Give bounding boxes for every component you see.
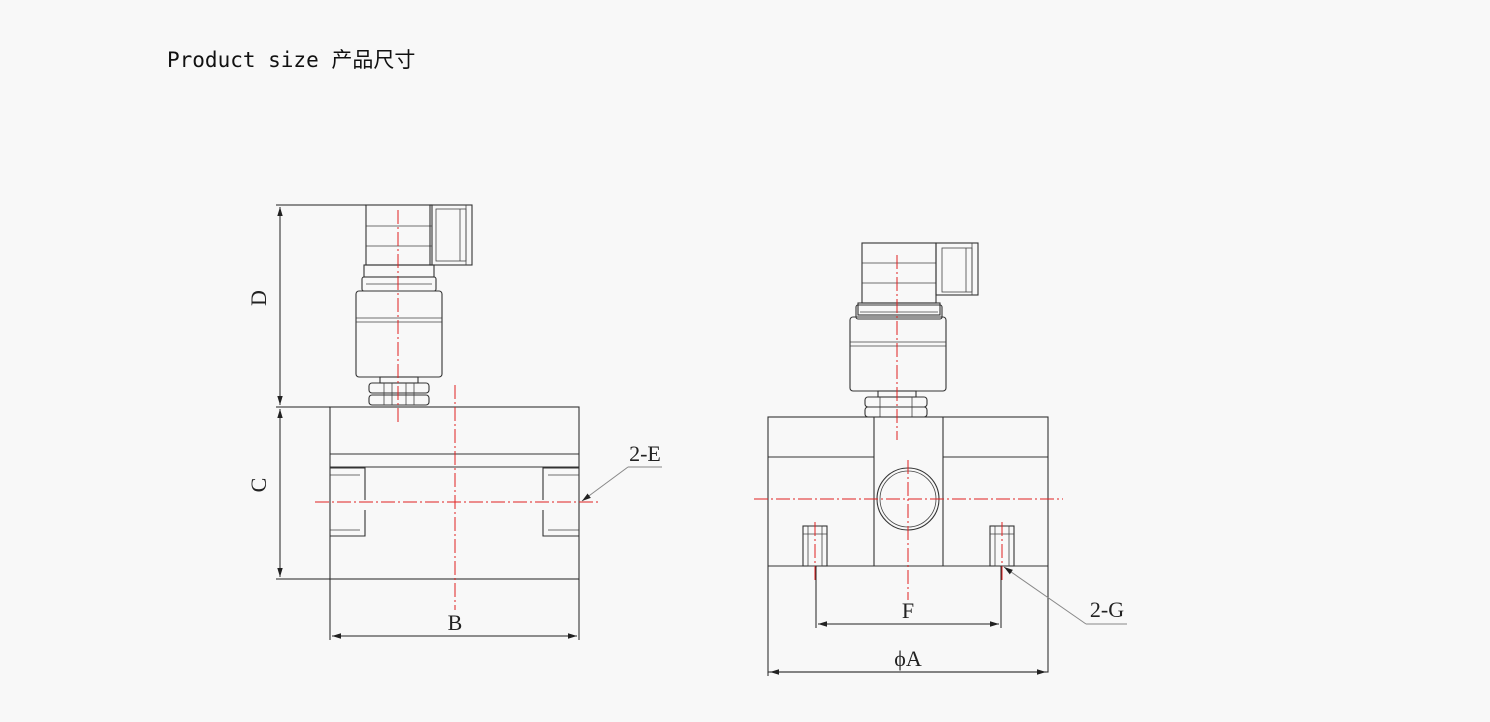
front-view: F ϕA 2-G — [754, 242, 1127, 676]
leader-2e-label: 2-E — [629, 441, 661, 466]
dimension-a-label: ϕA — [894, 646, 922, 671]
front-connector-plug — [857, 242, 979, 316]
dimension-c: C — [246, 409, 330, 580]
leader-2g: 2-G — [1003, 566, 1127, 625]
side-sensor-body — [355, 276, 443, 378]
front-hex-nut — [864, 390, 928, 418]
page-title: Product size 产品尺寸 — [167, 48, 416, 72]
front-sensor-body — [849, 304, 947, 392]
side-view: D C B 2-E — [246, 204, 662, 640]
dimension-f: F — [815, 566, 1002, 628]
dimension-a: ϕA — [767, 646, 1046, 676]
dimension-b-label: B — [448, 610, 463, 635]
dimension-b: B — [329, 579, 580, 640]
side-connector-plug — [363, 204, 473, 278]
leader-2e: 2-E — [581, 441, 662, 502]
side-hex-nut — [368, 376, 430, 406]
dimension-c-label: C — [246, 478, 271, 493]
dimension-f-label: F — [902, 598, 914, 623]
leader-2g-label: 2-G — [1090, 597, 1124, 622]
dimension-d-label: D — [246, 290, 271, 306]
dimension-d: D — [246, 204, 366, 408]
